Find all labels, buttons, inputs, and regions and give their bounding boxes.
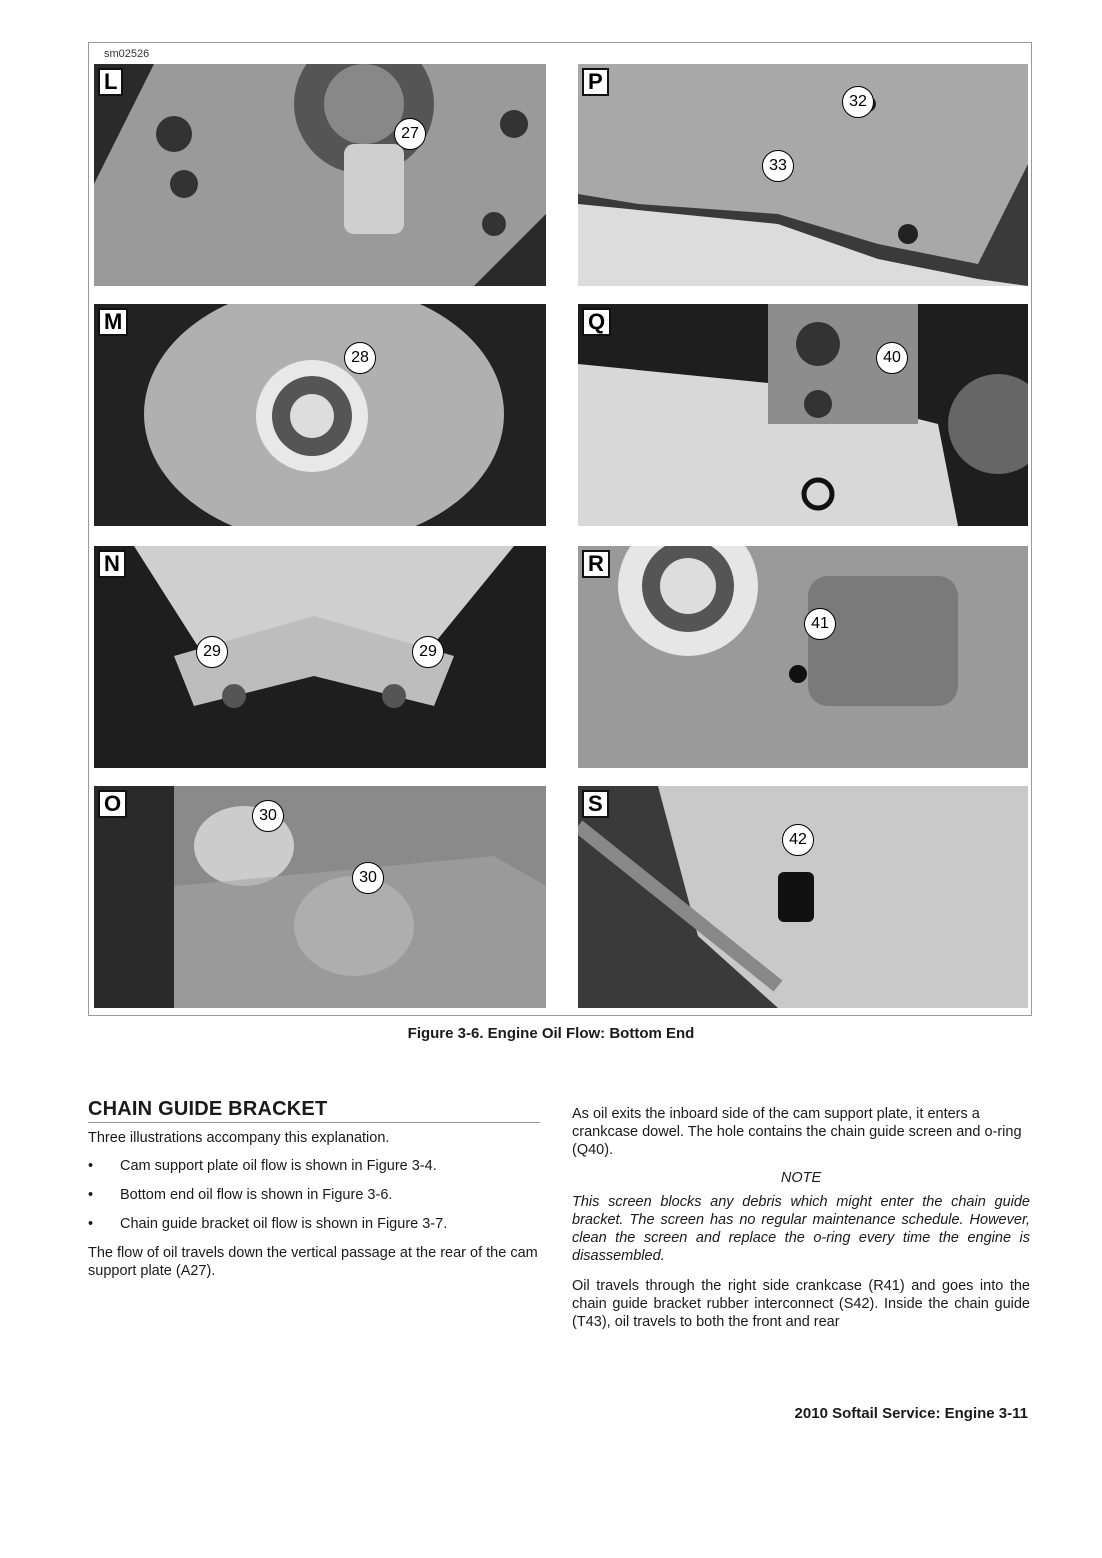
bullet-list: Cam support plate oil flow is shown in F… (88, 1157, 540, 1233)
panel-label: S (582, 790, 609, 818)
callout-number: 29 (412, 636, 444, 668)
list-item: Bottom end oil flow is shown in Figure 3… (88, 1186, 540, 1204)
photo-panel-p: P 32 33 (578, 64, 1028, 286)
right-column: As oil exits the inboard side of the cam… (572, 1105, 1030, 1341)
panel-label: M (98, 308, 129, 336)
callout-number: 32 (842, 86, 874, 118)
engine-photo-m (94, 304, 546, 526)
photo-panel-n: N 29 29 (94, 546, 546, 768)
callout-number: 27 (394, 118, 426, 150)
engine-photo-q (578, 304, 1028, 526)
left-column: CHAIN GUIDE BRACKET Three illustrations … (88, 1099, 540, 1290)
callout-number: 41 (804, 608, 836, 640)
photo-panel-r: R 41 (578, 546, 1028, 768)
callout-number: 42 (782, 824, 814, 856)
section-title: CHAIN GUIDE BRACKET (88, 1099, 540, 1123)
panel-label: N (98, 550, 126, 578)
photo-panel-s: S 42 (578, 786, 1028, 1008)
panel-label: P (582, 68, 609, 96)
list-item: Cam support plate oil flow is shown in F… (88, 1157, 540, 1175)
figure-caption: Figure 3-6. Engine Oil Flow: Bottom End (407, 1025, 695, 1042)
panel-label: Q (582, 308, 612, 336)
callout-number: 29 (196, 636, 228, 668)
engine-photo-s (578, 786, 1028, 1008)
panel-label: O (98, 790, 128, 818)
engine-photo-l (94, 64, 546, 286)
note-body: This screen blocks any debris which migh… (572, 1194, 1030, 1264)
callout-number: 30 (352, 862, 384, 894)
engine-photo-r (578, 546, 1028, 768)
panel-label: R (582, 550, 610, 578)
photo-panel-q: Q 40 (578, 304, 1028, 526)
photo-panel-m: M 28 (94, 304, 546, 526)
engine-photo-p (578, 64, 1028, 286)
note-title: NOTE (780, 1170, 822, 1186)
engine-photo-n (94, 546, 546, 768)
page-footer: 2010 Softail Service: Engine 3-11 (794, 1405, 1028, 1422)
list-item: Chain guide bracket oil flow is shown in… (88, 1215, 540, 1233)
callout-number: 30 (252, 800, 284, 832)
callout-number: 40 (876, 342, 908, 374)
callout-number: 33 (762, 150, 794, 182)
panel-label: L (98, 68, 124, 96)
figure-frame (88, 42, 1032, 1016)
callout-number: 28 (344, 342, 376, 374)
intro-text: Three illustrations accompany this expla… (88, 1130, 390, 1146)
paragraph: The flow of oil travels down the vertica… (88, 1245, 538, 1279)
paragraph: As oil exits the inboard side of the cam… (572, 1106, 1022, 1158)
engine-photo-o (94, 786, 546, 1008)
paragraph: Oil travels through the right side crank… (572, 1278, 1030, 1330)
photo-panel-l: L 27 (94, 64, 546, 286)
figure-id: sm02526 (104, 48, 150, 60)
photo-panel-o: O 30 30 (94, 786, 546, 1008)
